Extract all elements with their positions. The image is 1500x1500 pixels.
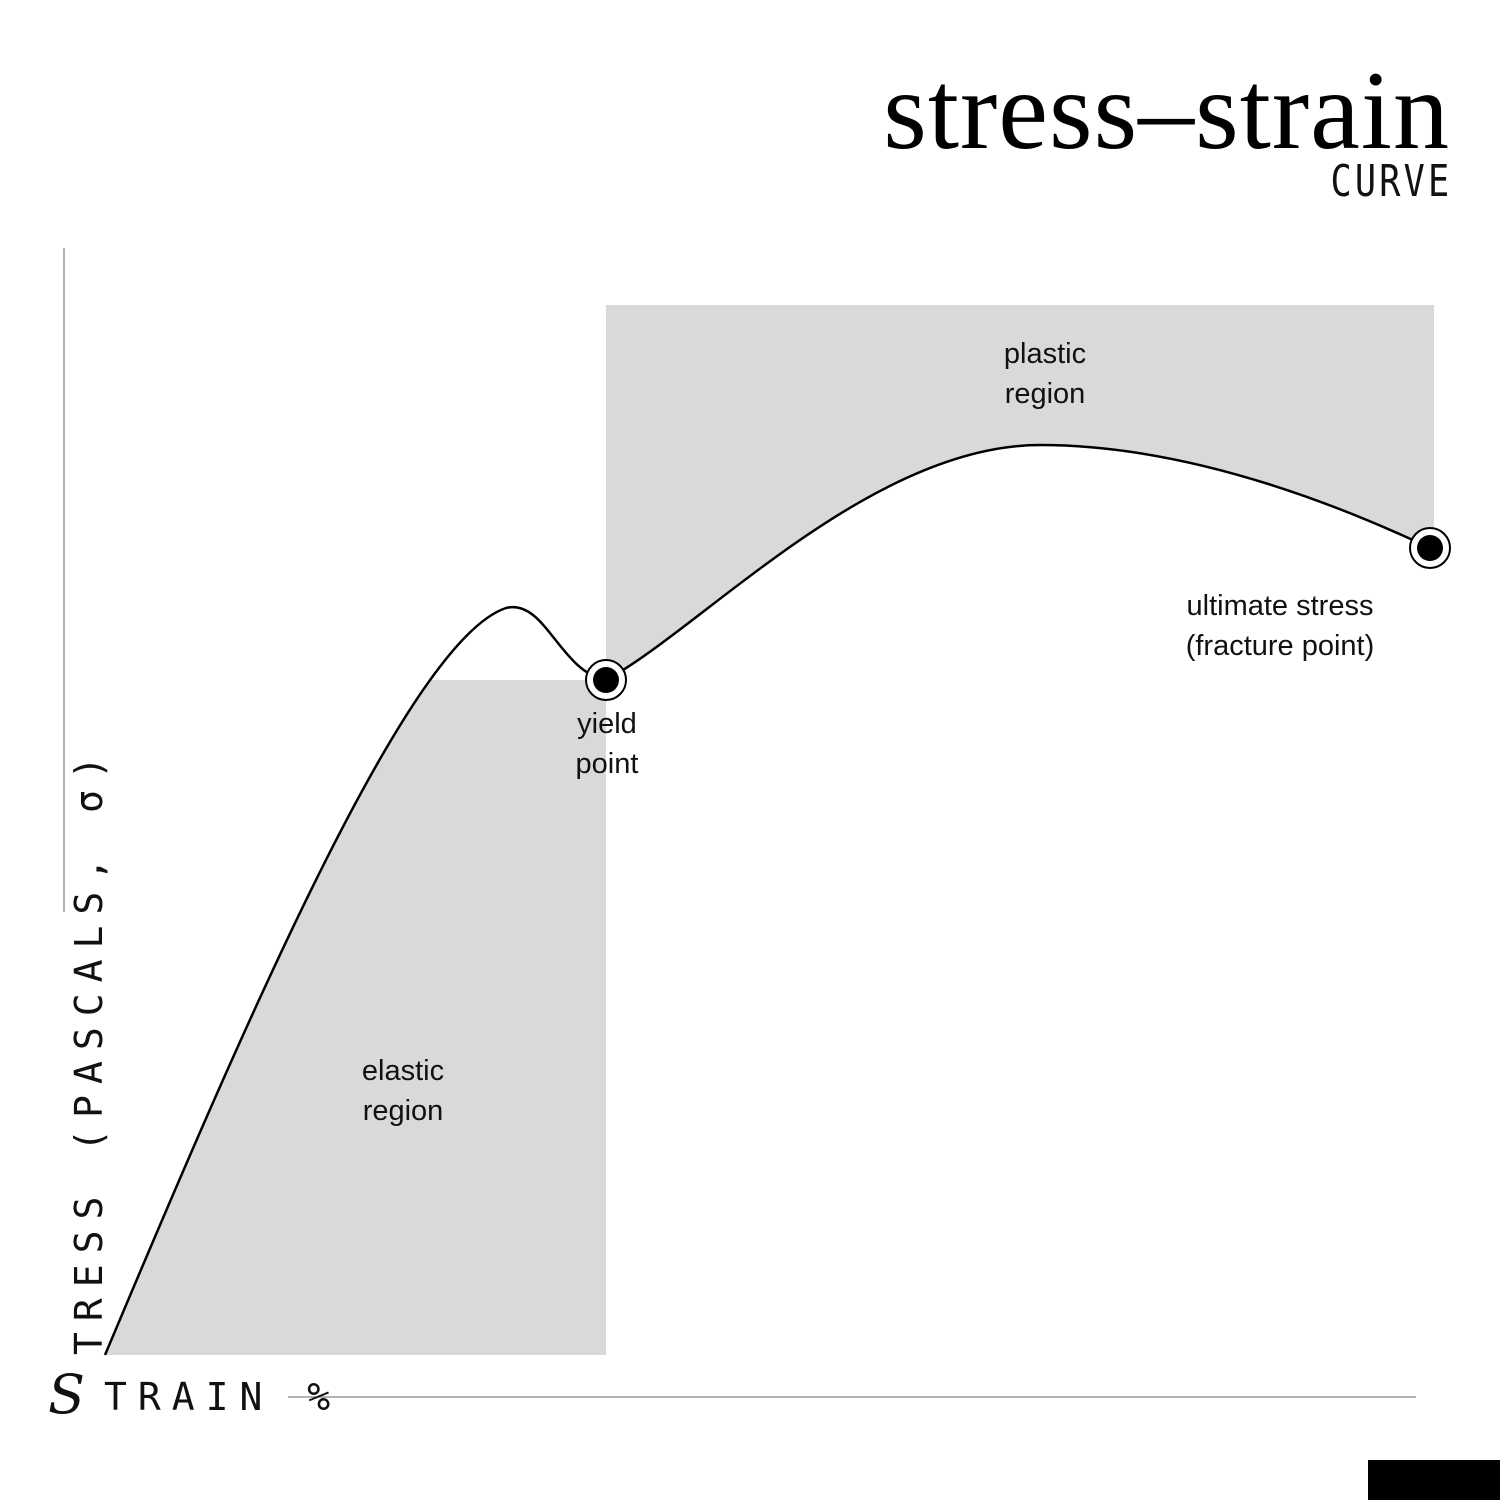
fracture-point-marker <box>1409 527 1451 569</box>
diagram-subtitle: CURVE <box>1330 156 1452 207</box>
yield-point-label: yield point <box>575 708 639 780</box>
x-axis-title: TRAIN % <box>104 1375 342 1419</box>
plastic-region-mask <box>606 445 1434 690</box>
shared-axis-initial: S <box>48 1363 85 1426</box>
y-axis-title: TRESS (PASCALS, σ) <box>67 745 111 1355</box>
yield-point-marker <box>585 659 627 701</box>
diagram-title: stress–strain <box>883 49 1450 173</box>
fracture-point-label: ultimate stress (fracture point) <box>1185 590 1375 662</box>
plastic-region-label: plastic region <box>1003 338 1087 410</box>
corner-block <box>1368 1460 1500 1500</box>
elastic-region-mask <box>105 600 606 1355</box>
elastic-region-label: elastic region <box>361 1055 445 1127</box>
